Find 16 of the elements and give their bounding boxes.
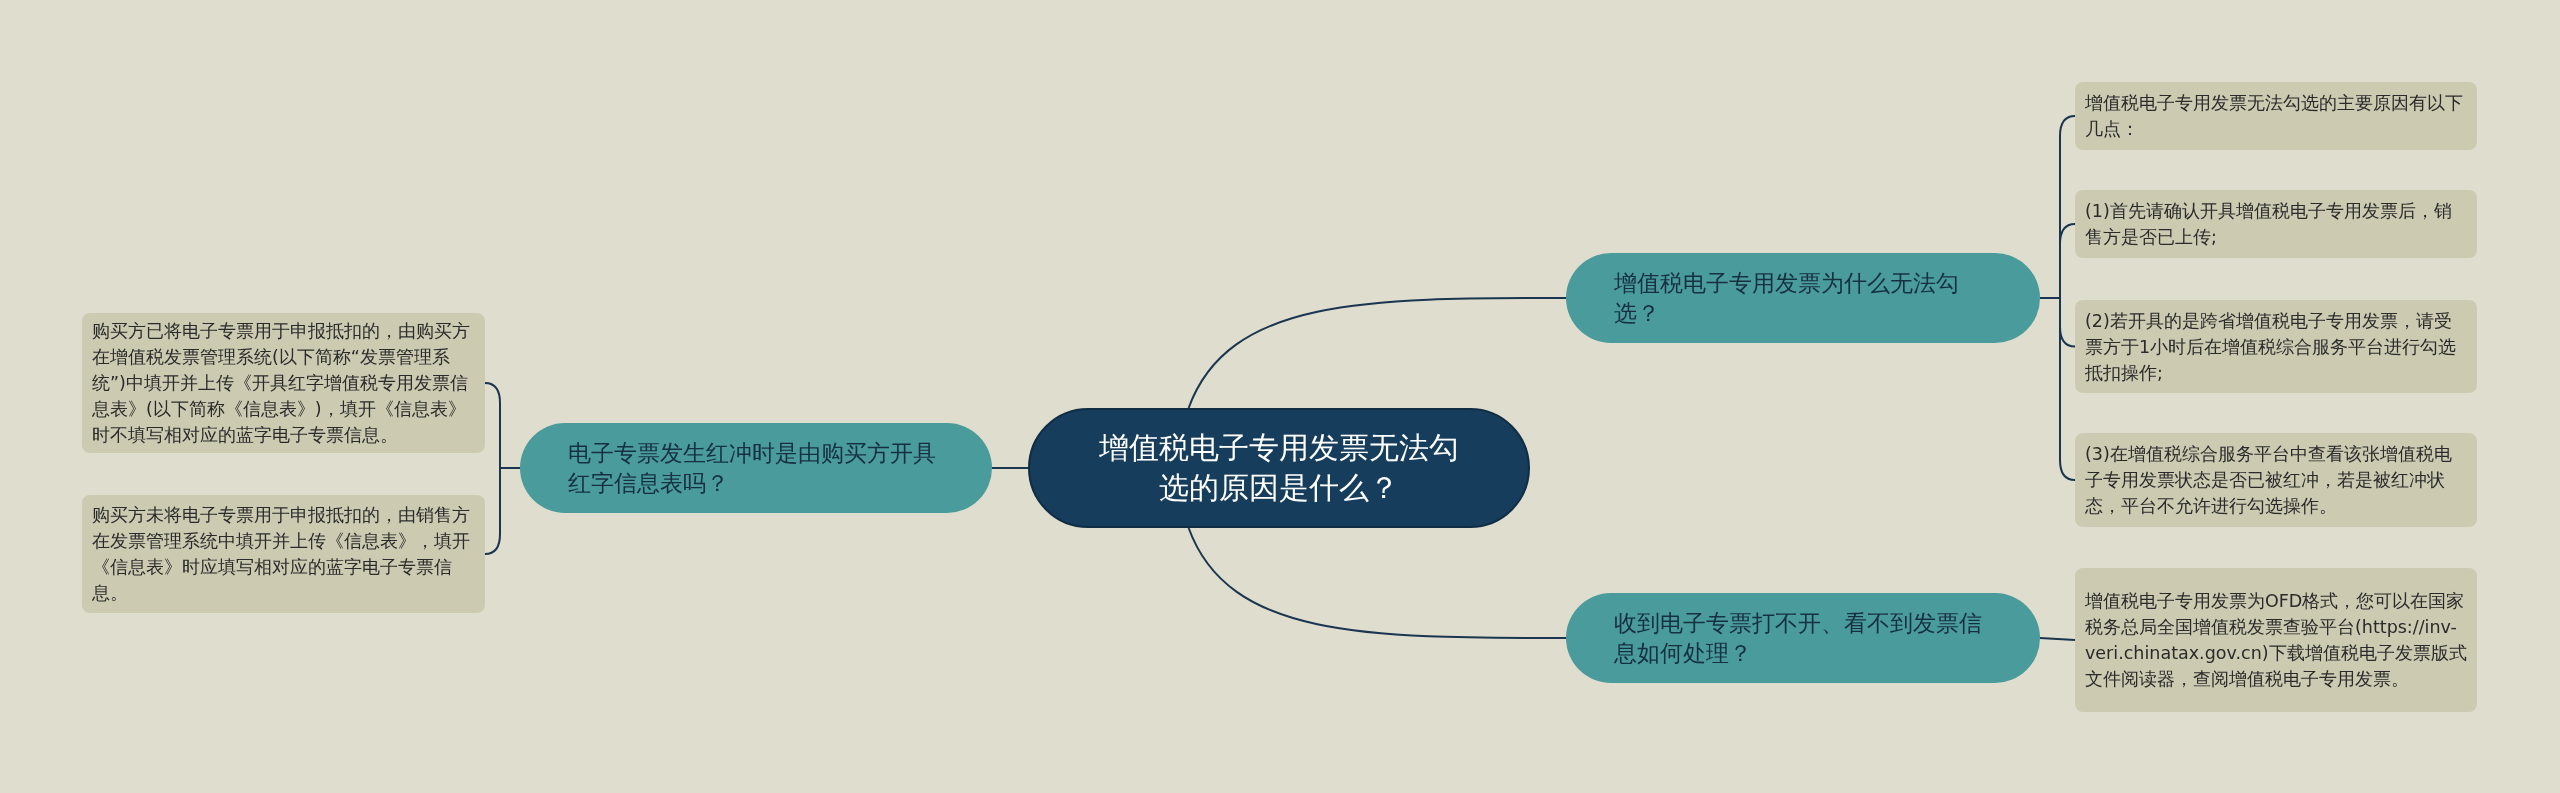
note-card: 增值税电子专用发票无法勾选的主要原因有以下几点： xyxy=(2075,82,2477,150)
branch-topic: 收到电子专票打不开、看不到发票信息如何处理？ xyxy=(1566,593,2040,683)
note-card: (1)首先请确认开具增值税电子专用发票后，销售方是否已上传; xyxy=(2075,190,2477,258)
note-card: 购买方未将电子专票用于申报抵扣的，由销售方在发票管理系统中填开并上传《信息表》，填开《信息表》时应填写相对应的蓝字电子专票信息。 xyxy=(82,495,485,613)
connector-line xyxy=(2039,637,2076,641)
branch-topic: 增值税电子专用发票为什么无法勾选？ xyxy=(1566,253,2040,343)
connector-line xyxy=(991,467,1029,469)
connector-line xyxy=(1187,297,1567,409)
note-card: (2)若开具的是跨省增值税电子专用发票，请受票方于1小时后在增值税综合服务平台进行勾选抵扣操作; xyxy=(2075,300,2477,393)
connector-line xyxy=(484,467,521,555)
branch-topic: 电子专票发生红冲时是由购买方开具红字信息表吗？ xyxy=(520,423,992,513)
note-card: 增值税电子专用发票为OFD格式，您可以在国家税务总局全国增值税发票查验平台(https://inv-veri.chinatax.gov.cn)下载增值税电子发票版式文件阅读器，查阅增值税电子专用发票。 xyxy=(2075,568,2477,712)
note-card: (3)在增值税综合服务平台中查看该张增值税电子专用发票状态是否已被红冲，若是被红冲状态，平台不允许进行勾选操作。 xyxy=(2075,433,2477,527)
connector-line xyxy=(1187,527,1567,639)
note-card: 购买方已将电子专票用于申报抵扣的，由购买方在增值税发票管理系统(以下简称“发票管理系统”)中填开并上传《开具红字增值税专用发票信息表》(以下简称《信息表》)，填开《信息表》时不填写相对应的蓝字电子专票信息。 xyxy=(82,313,485,453)
central-topic: 增值税电子专用发票无法勾选的原因是什么？ xyxy=(1028,408,1530,528)
